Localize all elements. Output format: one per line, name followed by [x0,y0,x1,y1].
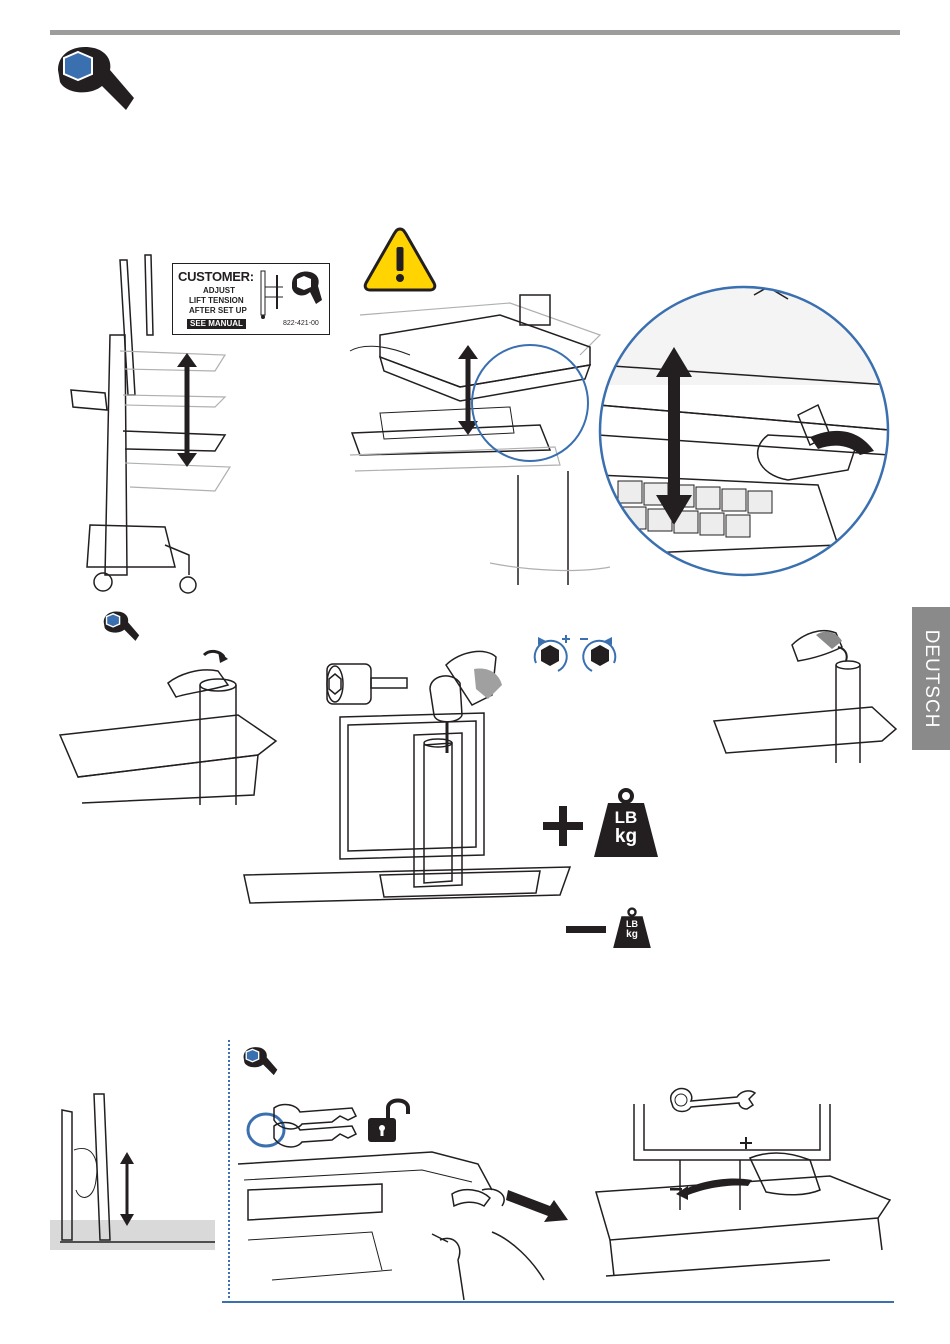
zoom-detail-illustration [598,285,890,577]
ergotron-hand-icon [50,40,140,112]
customer-line-1: ADJUST [203,286,235,295]
rotate-counterclockwise-icon [578,633,622,677]
weight-large: LB kg [592,787,660,859]
mini-cart-icon [257,267,287,319]
language-tab-label: DEUTSCH [920,629,942,728]
warning-icon [362,225,438,293]
weight-small: LB kg [612,906,652,950]
monitor-side-illustration [50,1090,215,1250]
tray-unlock-illustration [232,1150,572,1300]
weight-small-lb-label: LB [612,920,652,929]
tension-adjust-illustration [590,1100,890,1290]
weight-small-kg-label: kg [612,930,652,940]
customer-title: CUSTOMER: [178,269,254,284]
ergotron-hand-icon-small [100,607,142,643]
weight-lb-label: LB [592,809,660,826]
customer-line-2: LIFT TENSION [189,296,244,305]
minus-icon [566,926,606,934]
rotate-clockwise-icon [528,633,572,677]
drill-illustration [240,645,570,907]
see-manual-badge: SEE MANUAL [187,319,246,329]
key-icon [244,1094,359,1152]
language-tab[interactable]: DEUTSCH [912,607,950,750]
dotted-separator [228,1040,230,1298]
customer-line-3: AFTER SET UP [189,306,247,315]
bottom-rule [222,1301,894,1303]
cap-replace-illustration [712,625,897,765]
keyboard-tray-illustration [340,295,620,585]
plus-icon [543,806,583,846]
part-number: 822-421-00 [283,320,319,327]
mini-hand-icon [290,270,324,306]
customer-label: CUSTOMER: ADJUST LIFT TENSION AFTER SET … [172,263,330,335]
unlock-icon [366,1096,414,1146]
top-rule [50,30,900,35]
ergotron-hand-icon-small-2 [240,1043,280,1077]
weight-kg-label: kg [592,827,660,846]
